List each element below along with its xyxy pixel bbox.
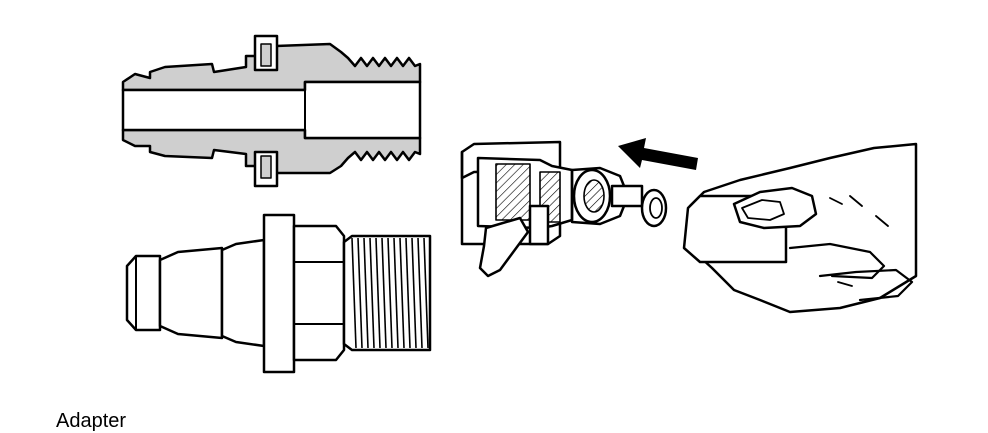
collet-inner (583, 179, 605, 213)
support-shoulder (478, 216, 530, 278)
hex-body (292, 224, 346, 362)
installation-illustration (460, 138, 918, 314)
adapter-cross-section (121, 34, 422, 188)
inserted-adapter-stem (610, 184, 644, 208)
finger-1 (788, 242, 886, 280)
thumb-nail (741, 199, 785, 221)
adapter-external-view (125, 213, 432, 374)
flange (262, 213, 296, 374)
barb-cone-1 (158, 246, 224, 340)
inserted-adapter-tip-face (649, 197, 663, 219)
knuckle-lines (829, 195, 889, 287)
lower-clip-inner (260, 155, 272, 179)
hand-palm (686, 142, 918, 314)
fitting-thread-zone (495, 163, 531, 221)
section-bore (121, 80, 422, 140)
thread-lines (351, 237, 429, 349)
barb-cone-2 (220, 238, 266, 348)
housing-lip (528, 204, 550, 246)
threaded-body (342, 234, 432, 352)
upper-clip-inner (260, 43, 272, 67)
adapter-illustration (121, 34, 918, 374)
finger-2 (818, 268, 914, 302)
insert-direction-arrow (618, 138, 698, 170)
barb-nose (125, 254, 162, 332)
figure-caption: Adapter (56, 410, 127, 432)
